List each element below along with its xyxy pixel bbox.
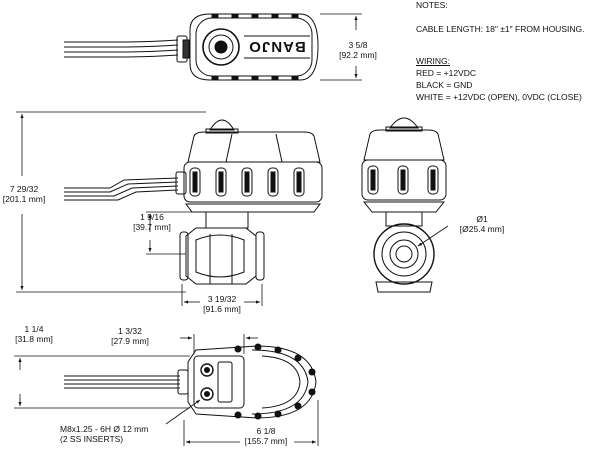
- dim-base-offset-main: 1 1/4: [24, 324, 44, 334]
- dim-base-width: 1 3/32 [27.9 mm]: [100, 326, 160, 346]
- dim-bore-diameter-main: Ø1: [476, 214, 488, 224]
- top-view-ribs: [211, 13, 299, 81]
- dim-overall-width: 6 1/8 [155.7 mm]: [236, 426, 296, 446]
- dim-total-height-main: 7 29/32: [9, 184, 39, 194]
- housing-logo: BANJO: [248, 38, 306, 55]
- top-view-cable: [64, 39, 179, 58]
- dim-body-length: 3 19/32 [91.6 mm]: [196, 294, 248, 314]
- dim-base-width-metric: [27.9 mm]: [111, 336, 149, 346]
- top-view: [64, 13, 319, 81]
- side-view: [361, 117, 447, 293]
- dim-top-height-main: 3 5/8: [348, 40, 368, 50]
- notes-heading: NOTES:: [416, 0, 448, 10]
- front-view-cap: [187, 131, 321, 163]
- dimension-lines: [14, 13, 449, 446]
- notes-wiring-red: RED = +12VDC: [416, 68, 476, 78]
- front-view-ribs: [189, 167, 305, 197]
- front-view-housing: [183, 161, 323, 203]
- bottom-view-cable: [64, 375, 180, 389]
- bottom-view-mount-plate: [193, 355, 245, 409]
- dim-body-length-metric: [91.6 mm]: [203, 304, 241, 314]
- notes-wiring-black: BLACK = GND: [416, 80, 473, 90]
- bottom-view: [64, 343, 317, 420]
- side-view-housing: [361, 159, 447, 201]
- insert-icon: [200, 363, 214, 401]
- bottom-view-housing: [187, 345, 317, 419]
- dim-insert-thread: M8x1.25 - 6H Ø 12 mm (2 SS INSERTS): [60, 424, 180, 444]
- side-view-indicator-dome: [389, 117, 419, 129]
- side-view-ribs: [367, 165, 439, 195]
- front-view-indicator-dome: [209, 119, 235, 131]
- notes-cable-length: CABLE LENGTH: 18" ±1" FROM HOUSING.: [416, 24, 585, 34]
- dim-bore-diameter-metric: [Ø25.4 mm]: [459, 224, 505, 234]
- notes-wiring-white: WHITE = +12VDC (OPEN), 0VDC (CLOSE): [416, 92, 582, 102]
- dim-top-height-metric: [92.2 mm]: [339, 50, 377, 60]
- dim-port-height: 1 9/16 [39.7 mm]: [124, 212, 180, 232]
- bottom-view-ribs: [234, 343, 316, 420]
- front-view-cable: [64, 177, 179, 201]
- top-view-housing: [189, 13, 319, 81]
- dim-overall-width-metric: [155.7 mm]: [244, 436, 288, 446]
- side-view-bore: [389, 239, 419, 269]
- dim-base-offset-metric: [31.8 mm]: [15, 334, 53, 344]
- dim-top-height: 3 5/8 [92.2 mm]: [330, 40, 386, 60]
- front-view-bracket: [205, 211, 249, 229]
- side-view-flange: [373, 223, 435, 285]
- dim-base-offset: 1 1/4 [31.8 mm]: [6, 324, 62, 344]
- dim-total-height: 7 29/32 [201.1 mm]: [0, 184, 48, 204]
- dim-body-length-main: 3 19/32: [207, 294, 237, 304]
- dim-total-height-metric: [201.1 mm]: [2, 194, 46, 204]
- side-view-cap: [363, 129, 445, 161]
- dim-insert-thread-metric: (2 SS INSERTS): [60, 434, 124, 444]
- dim-port-height-metric: [39.7 mm]: [133, 222, 171, 232]
- dim-base-width-main: 1 3/32: [118, 326, 142, 336]
- dim-overall-width-main: 6 1/8: [256, 426, 276, 436]
- top-view-indicator-dome: [202, 28, 240, 66]
- dim-insert-thread-main: M8x1.25 - 6H Ø 12 mm: [60, 424, 149, 434]
- front-view: [64, 119, 323, 285]
- dim-port-height-main: 1 9/16: [140, 212, 164, 222]
- dim-bore-diameter: Ø1 [Ø25.4 mm]: [450, 214, 514, 234]
- notes-wiring-heading: WIRING:: [416, 56, 450, 66]
